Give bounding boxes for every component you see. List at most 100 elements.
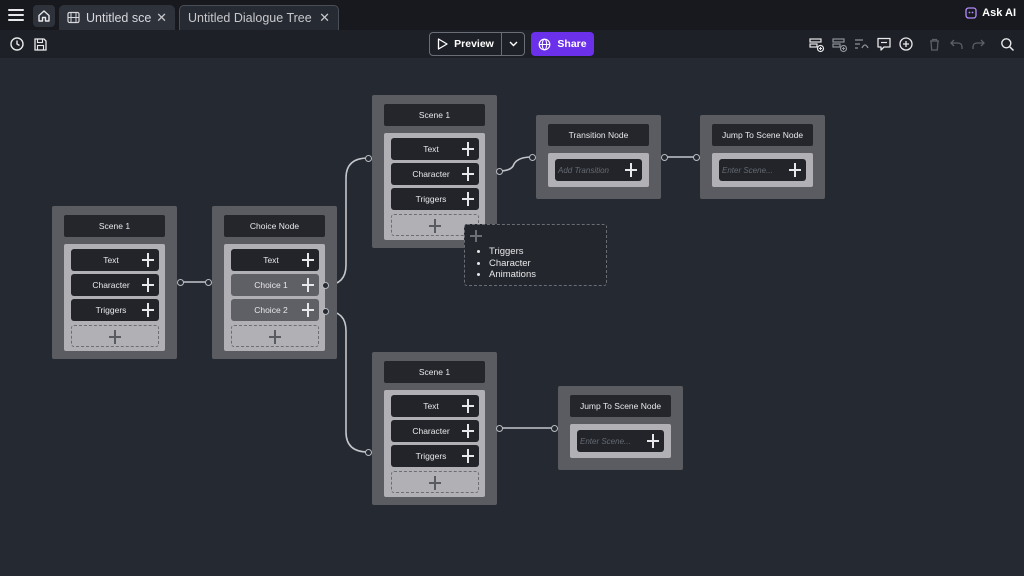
add-row-button[interactable] [231, 325, 319, 347]
ask-ai-button[interactable]: Ask AI [965, 7, 1016, 19]
output-port-choice-2[interactable] [322, 308, 329, 315]
popup-option-animations[interactable]: Animations [489, 269, 536, 281]
scene-node-left[interactable]: Scene 1 Text Character Triggers [52, 206, 177, 359]
scene-node-bottom[interactable]: Scene 1 Text Character Triggers [372, 352, 497, 505]
undo-icon[interactable] [947, 35, 965, 53]
plus-icon [264, 326, 286, 348]
input-port[interactable] [365, 155, 372, 162]
choice-node[interactable]: Choice Node Text Choice 1 Choice 2 [212, 206, 337, 359]
row-triggers[interactable]: Triggers [71, 299, 159, 321]
output-port[interactable] [661, 154, 668, 161]
preview-dropdown[interactable] [502, 33, 524, 55]
node-canvas[interactable]: Scene 1 Text Character Triggers Choice N… [0, 58, 1024, 576]
plus-icon[interactable] [297, 274, 319, 296]
home-tab[interactable] [33, 5, 55, 27]
ask-ai-label: Ask AI [982, 7, 1016, 19]
node-body: Text Character Triggers [384, 133, 485, 240]
plus-icon[interactable] [620, 159, 642, 181]
add-row-button[interactable] [391, 471, 479, 493]
row-character[interactable]: Character [391, 163, 479, 185]
plus-icon[interactable] [297, 249, 319, 271]
add-circle-icon[interactable] [897, 35, 915, 53]
scene-placeholder: Enter Scene... [722, 165, 773, 175]
plus-icon [104, 326, 126, 348]
scene-placeholder: Enter Scene... [580, 436, 631, 446]
scene-input[interactable]: Enter Scene... [719, 159, 806, 181]
input-port[interactable] [551, 425, 558, 432]
menu-icon[interactable] [8, 7, 24, 23]
add-scene-node-icon[interactable] [807, 35, 825, 53]
row-label: Character [412, 426, 450, 436]
node-title: Jump To Scene Node [570, 395, 671, 417]
row-label: Character [92, 280, 130, 290]
node-body: Enter Scene... [712, 153, 813, 187]
output-port[interactable] [496, 168, 503, 175]
search-icon[interactable] [998, 35, 1016, 53]
preview-button[interactable]: Preview [430, 33, 502, 55]
scene-node-top[interactable]: Scene 1 Text Character Triggers [372, 95, 497, 248]
add-row-button[interactable] [71, 325, 159, 347]
plus-icon[interactable] [457, 188, 479, 210]
plus-icon[interactable] [457, 138, 479, 160]
input-port[interactable] [693, 154, 700, 161]
tab-untitled-scene[interactable]: Untitled scene ✕ [59, 5, 175, 30]
node-title: Scene 1 [384, 104, 485, 126]
node-body: Text Character Triggers [384, 390, 485, 497]
plus-icon[interactable] [457, 395, 479, 417]
plus-icon[interactable] [457, 163, 479, 185]
plus-icon[interactable] [137, 299, 159, 321]
row-text[interactable]: Text [71, 249, 159, 271]
row-triggers[interactable]: Triggers [391, 188, 479, 210]
row-label: Choice 1 [254, 280, 288, 290]
output-port-choice-1[interactable] [322, 282, 329, 289]
close-icon[interactable]: ✕ [156, 9, 167, 25]
tab-label: Untitled scene [86, 10, 152, 25]
redo-icon[interactable] [969, 35, 987, 53]
row-character[interactable]: Character [391, 420, 479, 442]
comment-icon[interactable] [875, 35, 893, 53]
plus-icon[interactable] [784, 159, 806, 181]
save-icon[interactable] [31, 35, 49, 53]
node-title: Transition Node [548, 124, 649, 146]
row-choice-2[interactable]: Choice 2 [231, 299, 319, 321]
plus-icon[interactable] [137, 274, 159, 296]
row-label: Text [263, 255, 279, 265]
row-text[interactable]: Text [391, 138, 479, 160]
row-text[interactable]: Text [391, 395, 479, 417]
history-icon[interactable] [8, 35, 26, 53]
add-transition-node-icon[interactable] [852, 35, 870, 53]
transition-input[interactable]: Add Transition [555, 159, 642, 181]
scene-input[interactable]: Enter Scene... [577, 430, 664, 452]
share-button[interactable]: Share [531, 32, 594, 56]
popup-option-character[interactable]: Character [489, 258, 536, 270]
add-row-popup: Triggers Character Animations [464, 224, 607, 286]
tab-untitled-dialogue-tree[interactable]: Untitled Dialogue Tree ✕ [179, 5, 339, 30]
node-title: Scene 1 [384, 361, 485, 383]
close-icon[interactable]: ✕ [319, 10, 330, 25]
row-character[interactable]: Character [71, 274, 159, 296]
output-port[interactable] [496, 425, 503, 432]
node-title: Choice Node [224, 215, 325, 237]
tab-label: Untitled Dialogue Tree [188, 11, 312, 25]
transition-node[interactable]: Transition Node Add Transition [536, 115, 661, 199]
row-choice-1[interactable]: Choice 1 [231, 274, 319, 296]
input-port[interactable] [365, 449, 372, 456]
plus-icon[interactable] [457, 445, 479, 467]
input-port[interactable] [529, 154, 536, 161]
jump-to-scene-node-bottom[interactable]: Jump To Scene Node Enter Scene... [558, 386, 683, 470]
plus-icon[interactable] [297, 299, 319, 321]
add-choice-node-icon[interactable] [830, 35, 848, 53]
share-label: Share [557, 38, 587, 50]
plus-icon[interactable] [642, 430, 664, 452]
input-port[interactable] [205, 279, 212, 286]
row-text[interactable]: Text [231, 249, 319, 271]
row-triggers[interactable]: Triggers [391, 445, 479, 467]
jump-to-scene-node-top[interactable]: Jump To Scene Node Enter Scene... [700, 115, 825, 199]
trash-icon[interactable] [925, 35, 943, 53]
preview-group: Preview [429, 32, 525, 56]
plus-icon[interactable] [137, 249, 159, 271]
plus-icon[interactable] [457, 420, 479, 442]
popup-option-triggers[interactable]: Triggers [489, 246, 536, 258]
output-port[interactable] [177, 279, 184, 286]
preview-label: Preview [454, 38, 494, 50]
